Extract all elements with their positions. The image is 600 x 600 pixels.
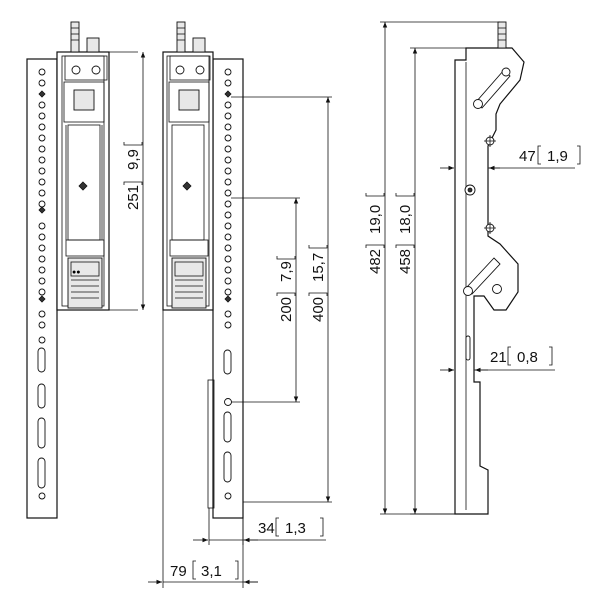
dimension-251-mm: 251	[125, 185, 142, 210]
mounting-hole	[224, 156, 232, 164]
mounting-hole	[224, 277, 232, 285]
mounting-hole	[224, 68, 232, 76]
svg-text:19,0: 19,0	[367, 205, 384, 234]
dimension-79-in: 3,1	[201, 563, 222, 580]
mounting-hole	[224, 178, 232, 186]
mounting-hole	[224, 145, 232, 153]
left-rail-front-view: ●●	[26, 21, 110, 519]
mounting-hole	[38, 266, 46, 274]
mounting-hole	[224, 233, 232, 241]
mounting-hole	[38, 321, 46, 329]
svg-text:7,9: 7,9	[278, 261, 295, 282]
mounting-hole	[224, 101, 232, 109]
dimension-458: 458 18,0	[395, 47, 466, 515]
mounting-hole	[38, 68, 46, 76]
mounting-hole	[38, 200, 46, 208]
dimension-79-mm: 79	[170, 563, 187, 580]
mounting-hole	[38, 156, 46, 164]
mounting-hole	[224, 266, 232, 274]
mounting-hole	[38, 244, 46, 252]
brand-logo-icon: ●●	[72, 269, 80, 276]
mounting-hole	[224, 310, 232, 318]
mounting-hole	[224, 222, 232, 230]
mounting-hole	[224, 123, 232, 131]
mounting-hole	[38, 233, 46, 241]
mounting-hole	[224, 244, 232, 252]
mounting-hole	[38, 189, 46, 197]
dimension-458-in: 18,0	[397, 205, 414, 234]
svg-text:458: 458	[397, 249, 414, 274]
svg-text:●●: ●●	[72, 269, 80, 276]
svg-text:400: 400	[310, 297, 327, 322]
dimension-47-mm: 47	[519, 148, 536, 165]
mounting-hole	[38, 167, 46, 175]
mounting-hole	[38, 79, 46, 87]
mounting-hole	[38, 222, 46, 230]
mounting-hole	[224, 321, 232, 329]
mounting-hole	[38, 101, 46, 109]
svg-text:200: 200	[278, 297, 295, 322]
dimension-21-mm: 21	[490, 349, 507, 366]
mounting-hole	[38, 145, 46, 153]
mounting-hole	[224, 288, 232, 296]
dimension-34-in: 1,3	[285, 520, 306, 537]
dimension-21: 21 0,8	[440, 346, 555, 378]
mounting-hole	[38, 288, 46, 296]
svg-text:251: 251	[125, 185, 142, 210]
dimension-400: 400 15,7	[231, 96, 332, 503]
dimension-47: 47 1,9	[440, 145, 581, 176]
mounting-hole	[38, 178, 46, 186]
middle-rail-front-view	[162, 21, 244, 519]
dimension-34-mm: 34	[258, 520, 275, 537]
mounting-hole	[38, 123, 46, 131]
mounting-hole	[224, 167, 232, 175]
mounting-hole	[38, 310, 46, 318]
mounting-hole	[38, 277, 46, 285]
dimension-482-in: 19,0	[367, 205, 384, 234]
dimension-200: 200 7,9	[231, 197, 300, 403]
mounting-hole	[224, 189, 232, 197]
dimension-251-in: 9,9	[125, 149, 142, 170]
dimensions: 251 9,9 200 7,9 400	[57, 21, 581, 588]
mounting-hole	[224, 200, 232, 208]
dimension-482: 482 19,0	[365, 21, 500, 515]
svg-text:482: 482	[367, 249, 384, 274]
svg-text:15,7: 15,7	[310, 253, 327, 282]
svg-text:9,9: 9,9	[125, 149, 142, 170]
dimension-34: 34 1,3	[193, 508, 326, 545]
svg-text:18,0: 18,0	[397, 205, 414, 234]
mounting-hole	[38, 112, 46, 120]
mounting-hole	[38, 134, 46, 142]
dimension-482-mm: 482	[367, 249, 384, 274]
mounting-hole	[38, 255, 46, 263]
dimension-400-mm: 400	[310, 297, 327, 322]
mounting-hole	[224, 211, 232, 219]
dimension-200-in: 7,9	[278, 261, 295, 282]
dimension-400-in: 15,7	[310, 253, 327, 282]
dimension-458-mm: 458	[397, 249, 414, 274]
mounting-hole	[224, 79, 232, 87]
mounting-hole	[224, 255, 232, 263]
side-view	[454, 21, 525, 515]
dimension-79: 79 3,1	[148, 310, 258, 588]
mounting-hole	[224, 134, 232, 142]
mounting-hole	[224, 112, 232, 120]
dimension-200-mm: 200	[278, 297, 295, 322]
dimension-47-in: 1,9	[547, 148, 568, 165]
dimension-251: 251 9,9	[57, 51, 146, 311]
dimension-21-in: 0,8	[517, 349, 538, 366]
